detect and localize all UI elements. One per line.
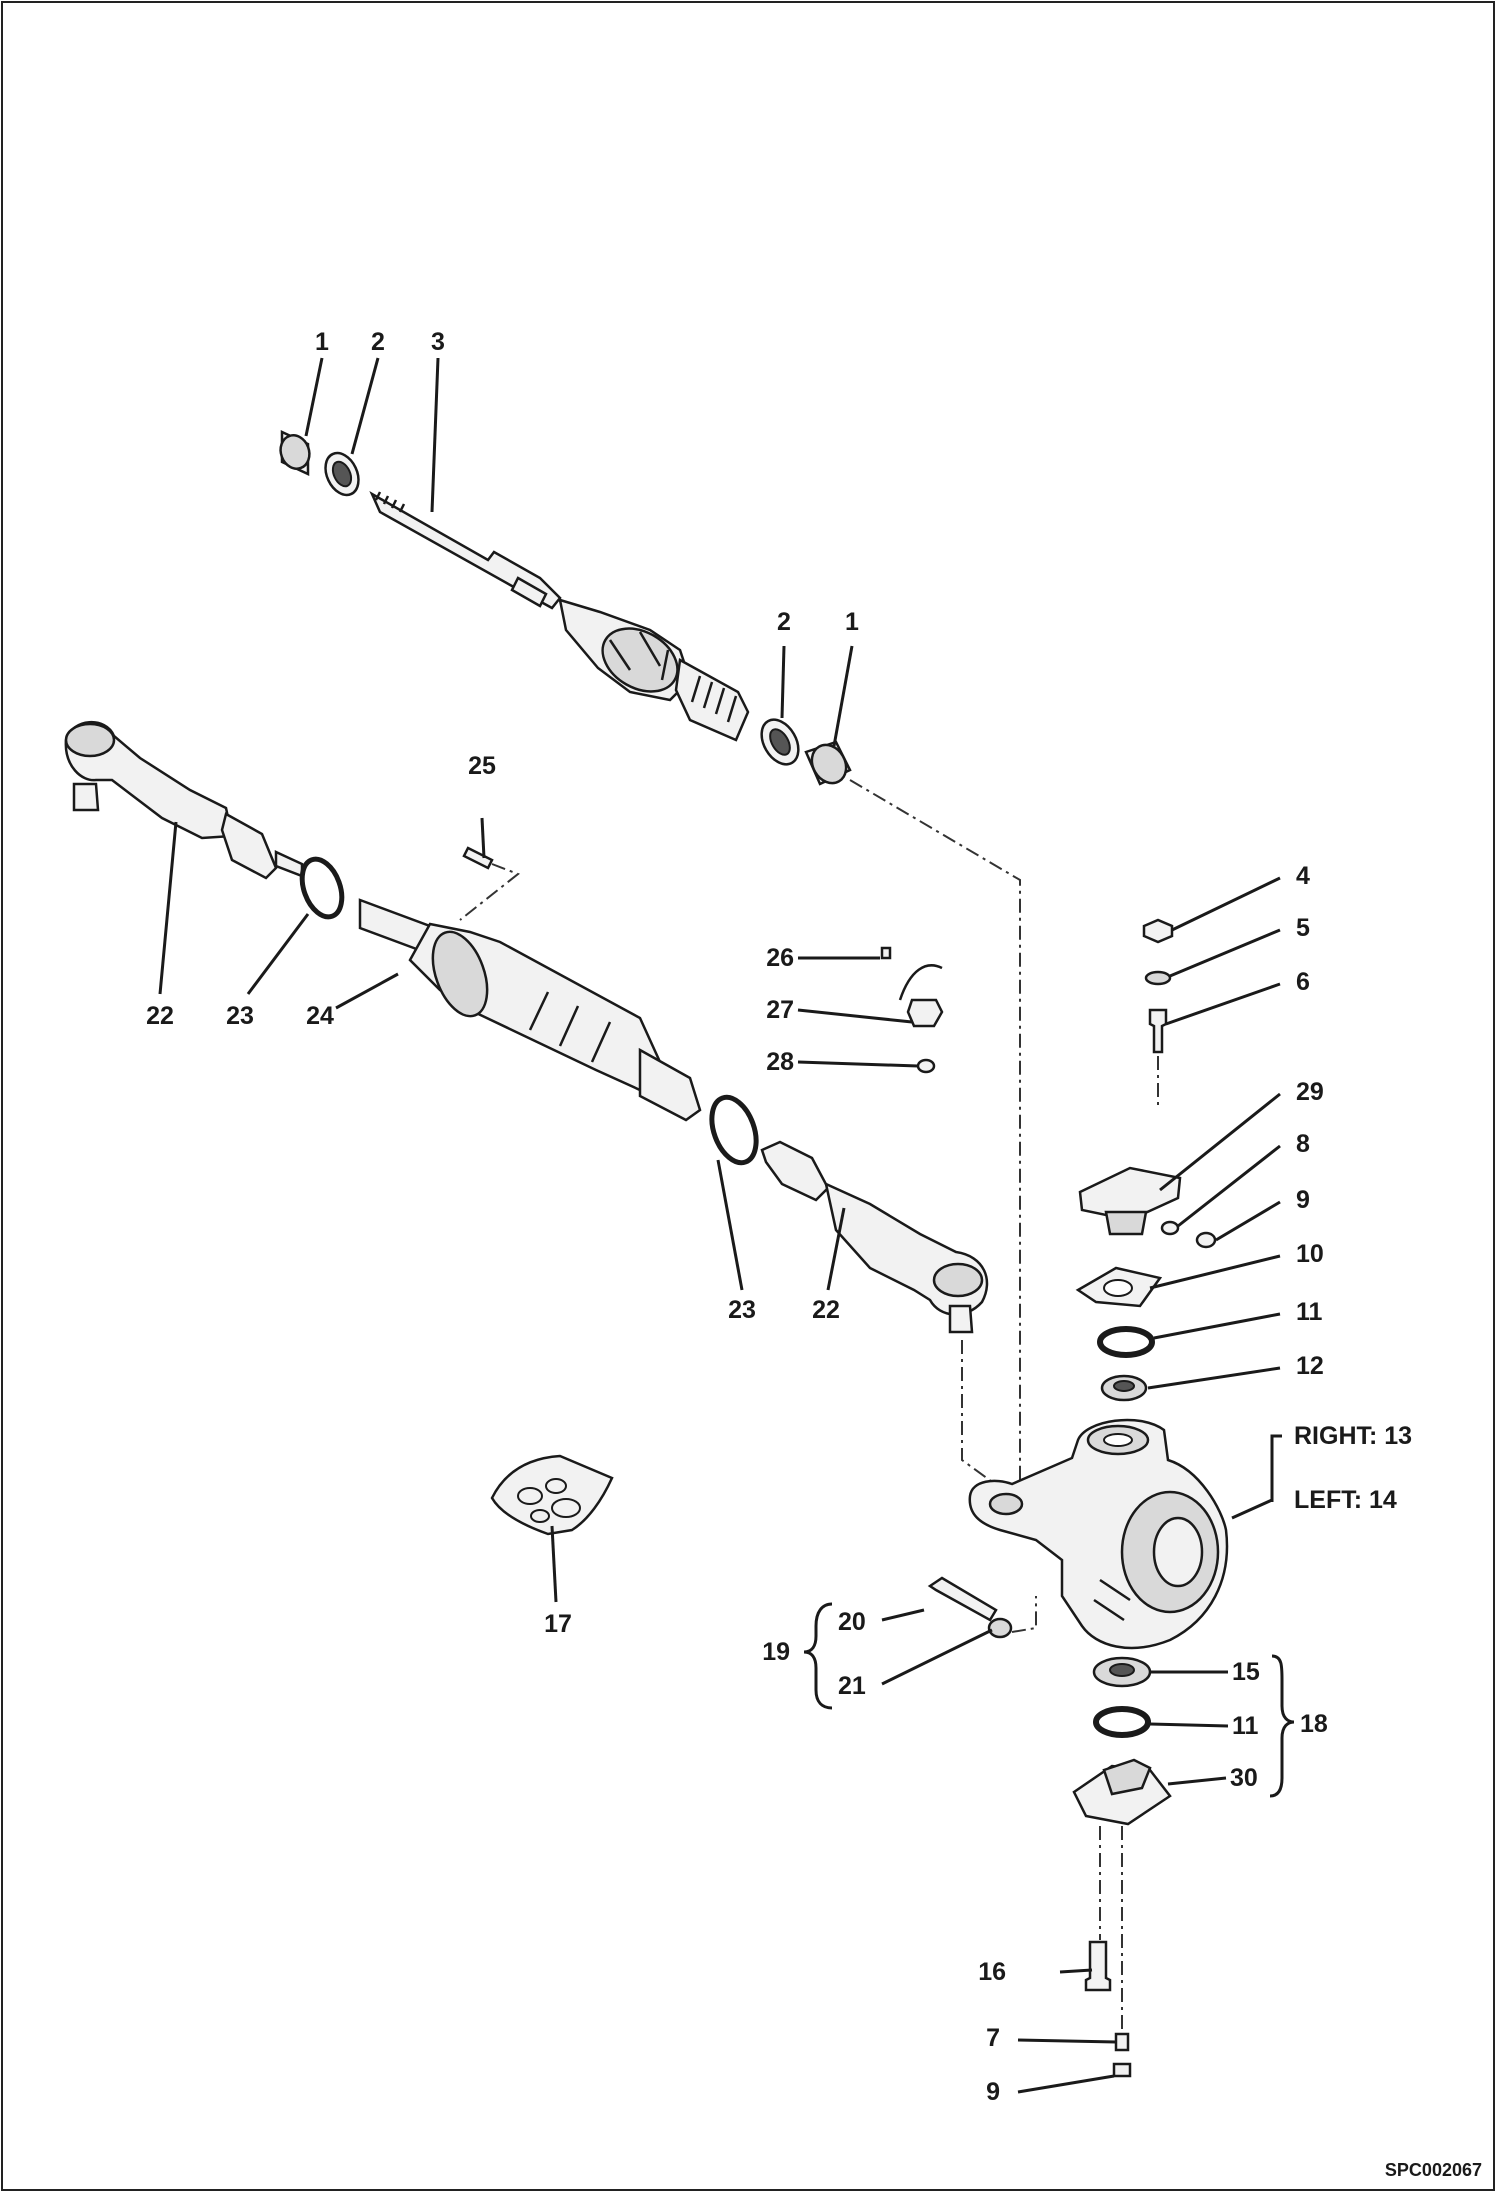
callout-15: 15 (1232, 1658, 1260, 1686)
callout-5: 5 (1296, 914, 1310, 942)
callout-23: 23 (226, 1002, 254, 1030)
callout-2: 2 (371, 328, 385, 356)
bushing-icon (279, 430, 311, 476)
callout-27: 27 (766, 996, 794, 1024)
callout-9: 9 (1296, 1186, 1310, 1214)
leader-lines (158, 357, 1295, 2094)
callout-16: 16 (978, 1958, 1006, 1986)
callout-17: 17 (544, 1610, 572, 1638)
callout-28: 28 (766, 1048, 794, 1076)
callout-30: 30 (1230, 1764, 1258, 1792)
callout-26: 26 (766, 944, 794, 972)
callout-22: 22 (812, 1296, 840, 1324)
kingpin-upper-stack (1075, 918, 1217, 1402)
knuckle-bolt-icon (927, 1576, 1013, 1639)
callout-10: 10 (1296, 1240, 1324, 1268)
kingpin-lower-stack (1072, 1656, 1172, 2078)
bushing-icon (804, 740, 852, 786)
callout-11: 11 (1296, 1298, 1323, 1326)
left-side-label: LEFT: 14 (1294, 1486, 1397, 1514)
callout-1: 1 (315, 328, 329, 356)
right-side-label: RIGHT: 13 (1294, 1422, 1412, 1450)
callout-21: 21 (838, 1672, 866, 1700)
callout-7: 7 (986, 2024, 1000, 2052)
callout-24: 24 (306, 1002, 334, 1030)
callout-23: 23 (728, 1296, 756, 1324)
callout-2: 2 (777, 608, 791, 636)
steering-knuckle-icon (968, 1418, 1229, 1650)
callout-12: 12 (1296, 1352, 1324, 1380)
callout-20: 20 (838, 1608, 866, 1636)
callout-9: 9 (986, 2078, 1000, 2106)
seal-kit-bag-icon (490, 1454, 614, 1536)
callout-6: 6 (1296, 968, 1310, 996)
seal-icon (760, 718, 800, 766)
callout-labels: 1 2 3 2 1 4 5 6 29 8 9 10 11 12 RIGHT: 1… (146, 328, 1482, 2180)
drawing-code: SPC002067 (1385, 2160, 1482, 2180)
callout-8: 8 (1296, 1130, 1310, 1158)
o-ring-icon (709, 1094, 759, 1166)
callout-3: 3 (431, 328, 445, 356)
callout-22: 22 (146, 1002, 174, 1030)
callout-1: 1 (845, 608, 859, 636)
callout-25: 25 (468, 752, 496, 780)
steering-cylinder-icon (64, 720, 989, 1334)
axle-shaft-icon (279, 430, 852, 786)
callout-19: 19 (762, 1638, 790, 1666)
callout-11: 11 (1232, 1712, 1259, 1740)
assembly-centerline (849, 779, 1021, 1480)
callout-4: 4 (1296, 862, 1310, 890)
callout-18: 18 (1300, 1710, 1328, 1738)
o-ring-icon (299, 856, 345, 920)
callout-29: 29 (1296, 1078, 1324, 1106)
seal-icon (324, 451, 360, 497)
